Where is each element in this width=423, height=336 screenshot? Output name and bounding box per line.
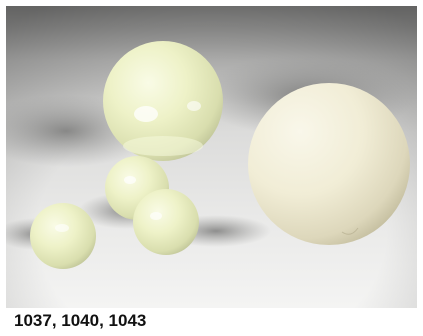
small-translucent-ball-left [30,203,96,269]
balls-photo-graphic [6,6,417,308]
large-translucent-ball [103,41,223,161]
product-photo [6,6,417,308]
white-opaque-ball [248,83,410,245]
small-translucent-ball-front [133,189,199,255]
product-codes-caption: 1037, 1040, 1043 [14,311,147,330]
